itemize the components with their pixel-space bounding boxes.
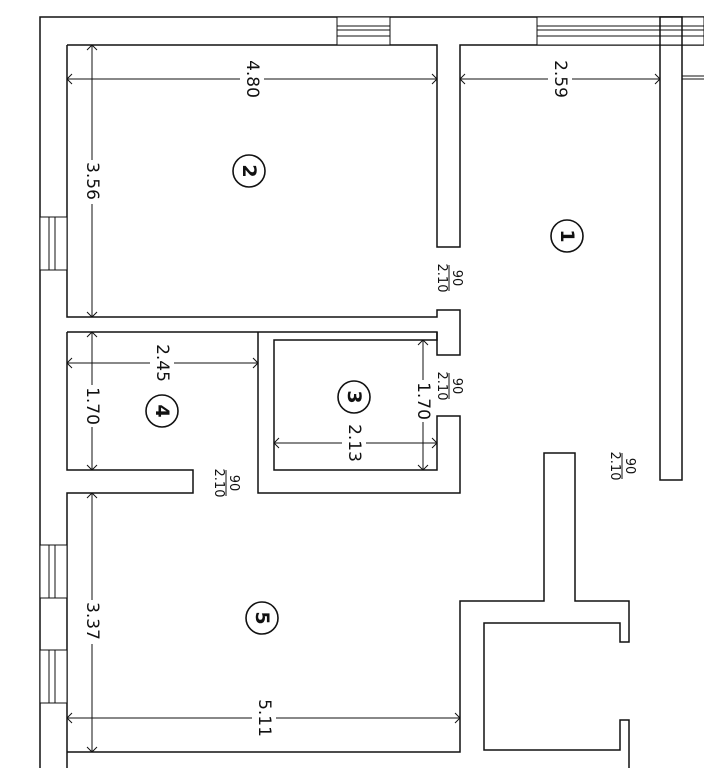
door-labels: 90 2.10 90 2.10 90 2.10 90 2.10 bbox=[211, 264, 637, 498]
door-2-width: 90 bbox=[449, 378, 464, 395]
dim-room4-width: 2.45 bbox=[152, 344, 172, 382]
room-1-number: 1 bbox=[556, 229, 578, 242]
window-top-left bbox=[336, 16, 391, 46]
door-3-height: 2.10 bbox=[211, 469, 226, 498]
door-1-width: 90 bbox=[449, 270, 464, 287]
window-left-lower bbox=[39, 649, 68, 704]
outer-wall-line bbox=[39, 16, 704, 768]
room-1-label: 1 bbox=[550, 219, 584, 253]
door-label-room2: 90 2.10 bbox=[434, 264, 464, 293]
door-label-room4: 90 2.10 bbox=[211, 469, 241, 498]
dim-room4-height: 1.70 bbox=[82, 387, 102, 425]
room-3-number: 3 bbox=[343, 390, 365, 403]
inner-top-wall-line bbox=[67, 44, 704, 248]
outer-walls bbox=[39, 16, 704, 768]
room-labels: 1 2 3 4 5 bbox=[145, 154, 584, 635]
room-5-walls bbox=[67, 452, 630, 768]
room-5-number: 5 bbox=[251, 611, 273, 624]
room-4-label: 4 bbox=[145, 394, 179, 428]
dim-room3-width: 2.13 bbox=[344, 424, 364, 462]
door-4-height: 2.10 bbox=[607, 452, 622, 481]
room-2-label: 2 bbox=[232, 154, 266, 188]
dim-room3-height: 1.70 bbox=[413, 382, 433, 420]
room-4-number: 4 bbox=[151, 404, 173, 417]
door-label-room1: 90 2.10 bbox=[607, 452, 637, 481]
door-2-height: 2.10 bbox=[434, 372, 449, 401]
window-left-upper bbox=[39, 216, 68, 271]
dim-room1-width: 2.59 bbox=[550, 60, 570, 98]
dim-room5-height: 3.37 bbox=[82, 602, 102, 640]
room-3-label: 3 bbox=[337, 380, 371, 414]
right-partition bbox=[659, 16, 704, 481]
room-5-label: 5 bbox=[245, 601, 279, 635]
left-windows bbox=[39, 216, 68, 704]
door-3-width: 90 bbox=[226, 475, 241, 492]
dim-room2-height: 3.56 bbox=[82, 162, 102, 200]
dim-room5-width: 5.11 bbox=[254, 699, 274, 737]
top-windows bbox=[336, 16, 704, 46]
door-4-width: 90 bbox=[622, 458, 637, 475]
room-2-number: 2 bbox=[238, 164, 260, 177]
dim-room2-width: 4.80 bbox=[242, 60, 262, 98]
dimension-labels: 4.80 3.56 2.59 2.45 1.70 2.13 1.70 3.37 … bbox=[80, 58, 572, 739]
window-top-right bbox=[536, 16, 704, 46]
door-1-height: 2.10 bbox=[434, 264, 449, 293]
door-label-room3: 90 2.10 bbox=[434, 372, 464, 401]
window-left-middle bbox=[39, 544, 68, 599]
